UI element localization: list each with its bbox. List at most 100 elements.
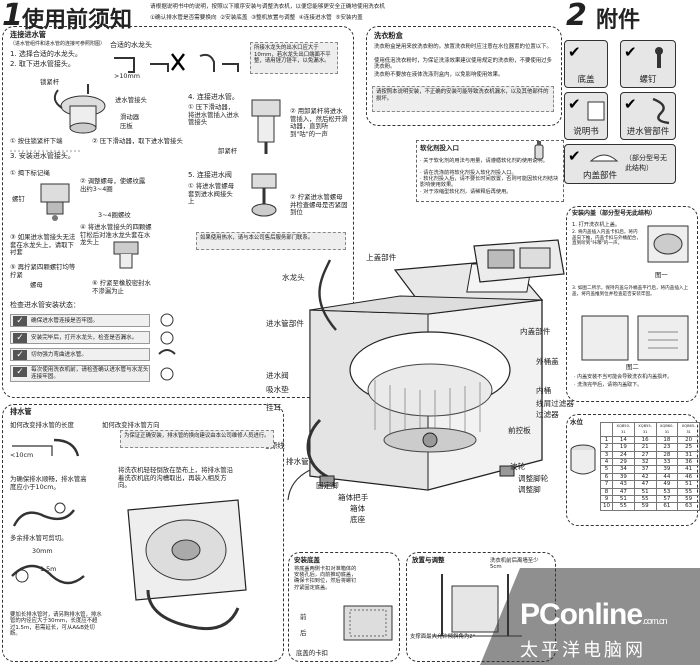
s5b-text: ② 拧紧进水管螺母并检查螺母是否紧固到位 [290,193,348,217]
faucet-adapter-illustration [40,183,70,221]
drain-cut-illustration [12,502,75,527]
detergent-line-2: 使用低泡洗衣粉时，为保证洗涤效果建议使用规定的洗衣粉，不要使用过多洗衣粉。 [374,58,552,71]
table-cell: 20 [677,435,700,445]
step5-illustration [251,173,277,217]
accessory-inlet-hose: ✔ 进水管部件 [620,92,676,140]
inner-lid-fig1 [647,225,689,263]
table-cell: 4 [600,458,613,467]
install-desc: 将底盖两侧卡扣对准箱体的安装孔后，向前推动底盖，确保卡扣到位，然后将螺钉拧紧固定… [294,566,357,591]
lid-icon [589,154,619,162]
s3f-text: ⑥ 拧紧至橡胶密封水不渗漏为止 [92,279,151,295]
level-desc2: 支撑面最大允许倾斜角为2° [410,634,476,640]
faucet-size: >10mm [114,72,140,80]
label-pulsator: 波轮 [510,462,526,471]
table-cell: 7 [600,480,613,489]
table-cell: 49 [655,480,679,489]
step-1: ①确认排水管是否需要换向 [150,15,217,21]
table-cell: 51 [612,495,635,504]
check-icon: ✔ [624,43,637,61]
inner-lid-fig1-label: 图一 [655,271,668,279]
install-front: 前 [300,613,307,621]
hose-icon [652,97,670,125]
table-cell: 19 [612,443,635,452]
softener-title: 软化剂投入口 [420,144,459,152]
inner-lid-l3: 3. 如图二所示，保持内盖与外桶盖平行后，将内盖插入上盖，将内盖推到位并检查是否… [572,286,689,297]
faucet-note: 所接水龙头的出水口应大于10mm，若水龙头出口端面不平整，请用锉刀锉平，以免漏水… [250,42,338,74]
inlet-joint-label: 进水管接头 [115,96,147,104]
inlet-panel [2,26,354,398]
softener-panel [416,140,564,202]
table-cell: 41 [677,465,700,474]
check-item-4: ✓每次使用洗衣机前，请检查确认进水管与水龙头连接牢固。 [10,365,150,382]
softener-bottle-icon [534,141,544,160]
watermark-brand: PConline.com.cn [520,598,668,632]
screw-label: 螺钉 [12,195,25,203]
table-cell: 33 [655,458,679,467]
table-cell: 23 [655,443,679,452]
step-4: ④连接进水管 [298,15,332,21]
section2-title: 附件 [596,8,641,33]
bolt-step-a: ① 按住锁紧杆下端 [10,137,63,145]
level-title: 放置与调整 [412,556,445,564]
check-illustrations [158,313,176,381]
water-header-cell: XQB55-31 [633,422,657,437]
drain-desc3: 要加长排水管时，请另购排水管，排水管的内径应大于30mm，长度应不超过1.5m，… [10,612,102,638]
table-cell: 31 [677,450,700,460]
table-cell: 21 [633,443,657,452]
drain-desc2: 多余排水管可剪切。 [10,534,68,542]
detergent-panel [366,26,562,126]
watermark-background [480,568,700,665]
step5-note: 如果使用热水，请与本公司售后服务部门联系。 [196,232,346,250]
inlet-step3: 3. 安装进水管接头。 [10,152,75,160]
drain-len-label: <10cm [10,451,34,459]
press-plate-label: 压板 [120,122,133,130]
water-header-blank [600,422,613,437]
step4-illustration [251,99,281,154]
table-cell: 27 [633,450,657,460]
inner-lid-fig2-label: 图二 [626,363,639,371]
detergent-line-1: 洗衣粉盒是用来放洗衣粉的。放置洗衣粉时应注意在水位器置的位置以下。 [374,44,552,50]
water-header-cell: XQB65-31 [677,422,700,437]
step-3: ③整机放置与调整 [251,15,296,21]
rim-label: 3~4圈螺纹 [98,211,131,219]
accessory-inner-lid: ✔ 内盖部件 （部分型号无此结构） [564,144,676,184]
label-box: 箱体 [350,504,366,513]
inner-lid-warn2: · 洗涤完毕后，请将内盖取下。 [574,382,643,388]
label-adj-foot: 调整脚轮 [518,474,549,483]
accessory-manual: ✔ 说明书 [564,92,608,140]
softener-line-4: · 对于浓缩型软化剂，请稀释后再使用。 [420,189,512,195]
s4b-text: ② 用卸紧杆将进水管插入，然后松开滑动器，直到听到"咕"的一声 [290,107,348,138]
nut-label: 螺母 [30,281,43,289]
table-cell: 32 [633,458,657,467]
watermark-domain: .com.cn [642,616,667,626]
table-cell: 61 [655,502,679,511]
section1-number: 1 [2,0,23,33]
table-cell: 39 [612,472,635,482]
table-cell: 6 [600,472,613,482]
drain-q2: 如何改变排水管方向 [102,421,160,429]
table-cell: 18 [655,435,679,445]
table-cell: 25 [677,443,700,452]
table-cell: 14 [612,435,635,445]
water-level-illustration [570,444,596,475]
table-cell: 37 [633,465,657,474]
check-item-3: ✓切勿强力弯曲进水管。 [10,348,150,361]
inlet-step5: 5. 连接进水阀 [188,171,232,179]
table-cell: 47 [612,487,635,497]
table-cell: 51 [677,480,700,489]
install-bottom: 底盖的卡扣 [296,649,328,657]
section1-intro: 请根据说明书中的说明，按照以下顺序安装与调整洗衣机，以便您能够更安全正确地使用洗… [150,4,385,10]
label-inner-assembly: 内盖部件 [520,327,551,336]
label-front-plate: 前控板 [508,426,531,435]
section2-number: 2 [566,0,587,33]
s3d-text: ④ 将进水管接头的四颗螺钉松后对准水龙头套在水龙头上 [80,223,152,247]
table-cell: 2 [600,443,613,452]
label-inner-tub: 内桶 [536,386,552,395]
s3e-text: ⑤ 再拧紧四颗螺钉均等拧紧 [10,263,76,279]
